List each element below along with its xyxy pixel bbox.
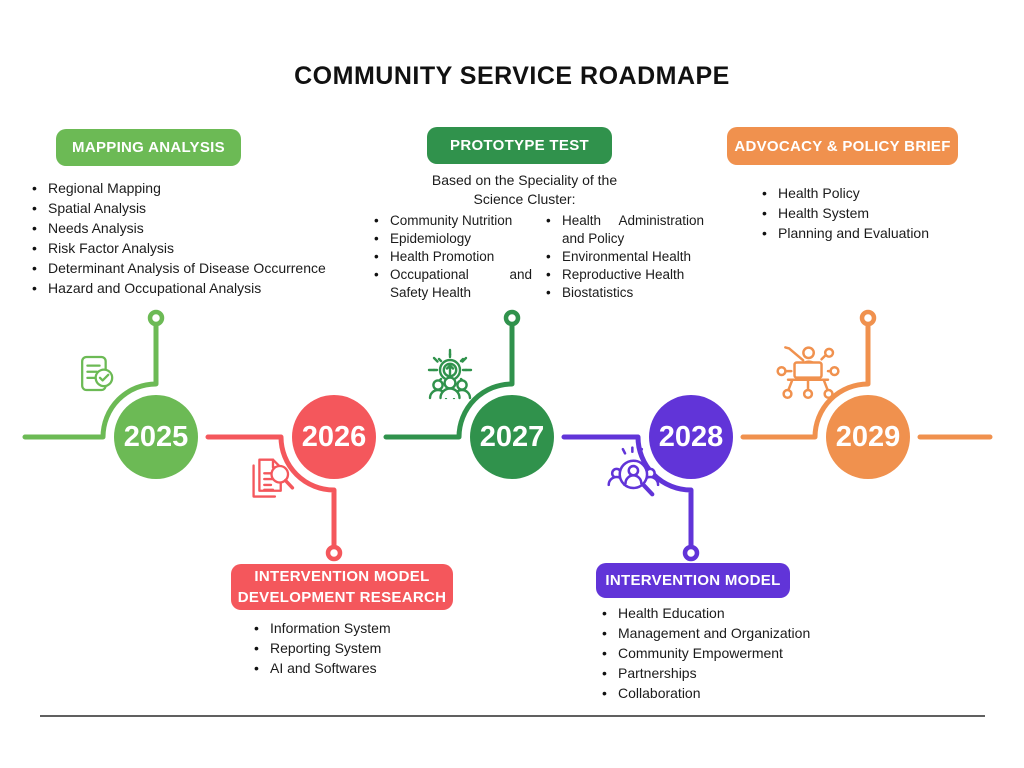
milestone-year: 2029 bbox=[835, 420, 901, 453]
milestone-year: 2025 bbox=[123, 420, 189, 453]
connector-2027 bbox=[383, 322, 515, 440]
connector-2028-node bbox=[682, 544, 700, 562]
milestone-2028: 2028 bbox=[649, 395, 733, 479]
list-item: Spatial Analysis bbox=[30, 198, 326, 218]
list-item: Collaboration bbox=[600, 683, 810, 703]
list-item: AI and Softwares bbox=[252, 658, 391, 678]
list-item: Information System bbox=[252, 618, 391, 638]
connector-2026-node bbox=[325, 544, 343, 562]
list-item: Reporting System bbox=[252, 638, 391, 658]
document-search-icon bbox=[252, 458, 295, 498]
list-item: Partnerships bbox=[600, 663, 810, 683]
intervention-model-label-text: INTERVENTION MODEL bbox=[605, 572, 781, 589]
page-title: COMMUNITY SERVICE ROADMAPE bbox=[294, 62, 730, 90]
connector-2029 bbox=[740, 322, 871, 440]
list-item: Health Policy bbox=[760, 183, 929, 203]
clipboard-check-icon bbox=[81, 355, 114, 392]
connector-2025-node bbox=[147, 309, 165, 327]
list-item: Management and Organization bbox=[600, 623, 810, 643]
connector-2026 bbox=[205, 434, 337, 549]
prototype-list-right: Health Administration and Policy Environ… bbox=[544, 212, 704, 302]
development-research-label-line1: INTERVENTION MODEL bbox=[254, 568, 430, 585]
list-item: Occupational and Safety Health bbox=[372, 266, 532, 302]
bottom-divider bbox=[40, 715, 985, 717]
list-item: Health System bbox=[760, 203, 929, 223]
mapping-analysis-label-text: MAPPING ANALYSIS bbox=[72, 139, 225, 156]
prototype-cluster-columns: Community Nutrition Epidemiology Health … bbox=[372, 212, 704, 302]
development-research-label: INTERVENTION MODEL DEVELOPMENT RESEARCH bbox=[231, 564, 453, 610]
list-item: Risk Factor Analysis bbox=[30, 238, 326, 258]
development-research-label-line2: DEVELOPMENT RESEARCH bbox=[237, 589, 447, 606]
list-item: Community Nutrition bbox=[372, 212, 532, 230]
audience-search-icon bbox=[607, 446, 660, 497]
list-item: Community Empowerment bbox=[600, 643, 810, 663]
list-item: Environmental Health bbox=[544, 248, 704, 266]
milestone-2029: 2029 bbox=[826, 395, 910, 479]
list-item: Determinant Analysis of Disease Occurren… bbox=[30, 258, 326, 278]
prototype-test-label: PROTOTYPE TEST bbox=[427, 127, 612, 164]
list-item: Epidemiology bbox=[372, 230, 532, 248]
network-presentation-icon bbox=[776, 346, 840, 399]
prototype-subtitle-line1: Based on the Speciality of the bbox=[431, 172, 618, 188]
connector-2025 bbox=[22, 322, 159, 440]
list-item: Health Administration and Policy bbox=[544, 212, 704, 248]
connector-2027-node bbox=[503, 309, 521, 327]
prototype-list-left: Community Nutrition Epidemiology Health … bbox=[372, 212, 532, 302]
team-innovation-icon bbox=[427, 348, 473, 400]
milestone-year: 2026 bbox=[301, 420, 367, 453]
mapping-analysis-list: Regional Mapping Spatial Analysis Needs … bbox=[30, 178, 326, 298]
prototype-test-label-text: PROTOTYPE TEST bbox=[450, 137, 589, 154]
intervention-model-label: INTERVENTION MODEL bbox=[596, 563, 790, 598]
milestone-2025: 2025 bbox=[114, 395, 198, 479]
list-item: Needs Analysis bbox=[30, 218, 326, 238]
list-item: Health Education bbox=[600, 603, 810, 623]
list-item: Hazard and Occupational Analysis bbox=[30, 278, 326, 298]
prototype-subtitle-line2: Science Cluster: bbox=[473, 191, 576, 207]
mapping-analysis-label: MAPPING ANALYSIS bbox=[56, 129, 241, 166]
connector-2029-node bbox=[859, 309, 877, 327]
list-item: Reproductive Health bbox=[544, 266, 704, 284]
list-item: Planning and Evaluation bbox=[760, 223, 929, 243]
milestone-2026: 2026 bbox=[292, 395, 376, 479]
list-item: Regional Mapping bbox=[30, 178, 326, 198]
milestone-year: 2027 bbox=[479, 420, 545, 453]
advocacy-policy-label: ADVOCACY & POLICY BRIEF bbox=[727, 127, 958, 165]
advocacy-policy-list: Health Policy Health System Planning and… bbox=[760, 183, 929, 243]
milestone-year: 2028 bbox=[658, 420, 724, 453]
list-item: Biostatistics bbox=[544, 284, 704, 302]
milestone-2027: 2027 bbox=[470, 395, 554, 479]
prototype-subtitle: Based on the Speciality of the Science C… bbox=[397, 171, 652, 209]
development-research-list: Information System Reporting System AI a… bbox=[252, 618, 391, 678]
intervention-model-list: Health Education Management and Organiza… bbox=[600, 603, 810, 703]
advocacy-policy-label-text: ADVOCACY & POLICY BRIEF bbox=[734, 137, 951, 155]
list-item: Health Promotion bbox=[372, 248, 532, 266]
